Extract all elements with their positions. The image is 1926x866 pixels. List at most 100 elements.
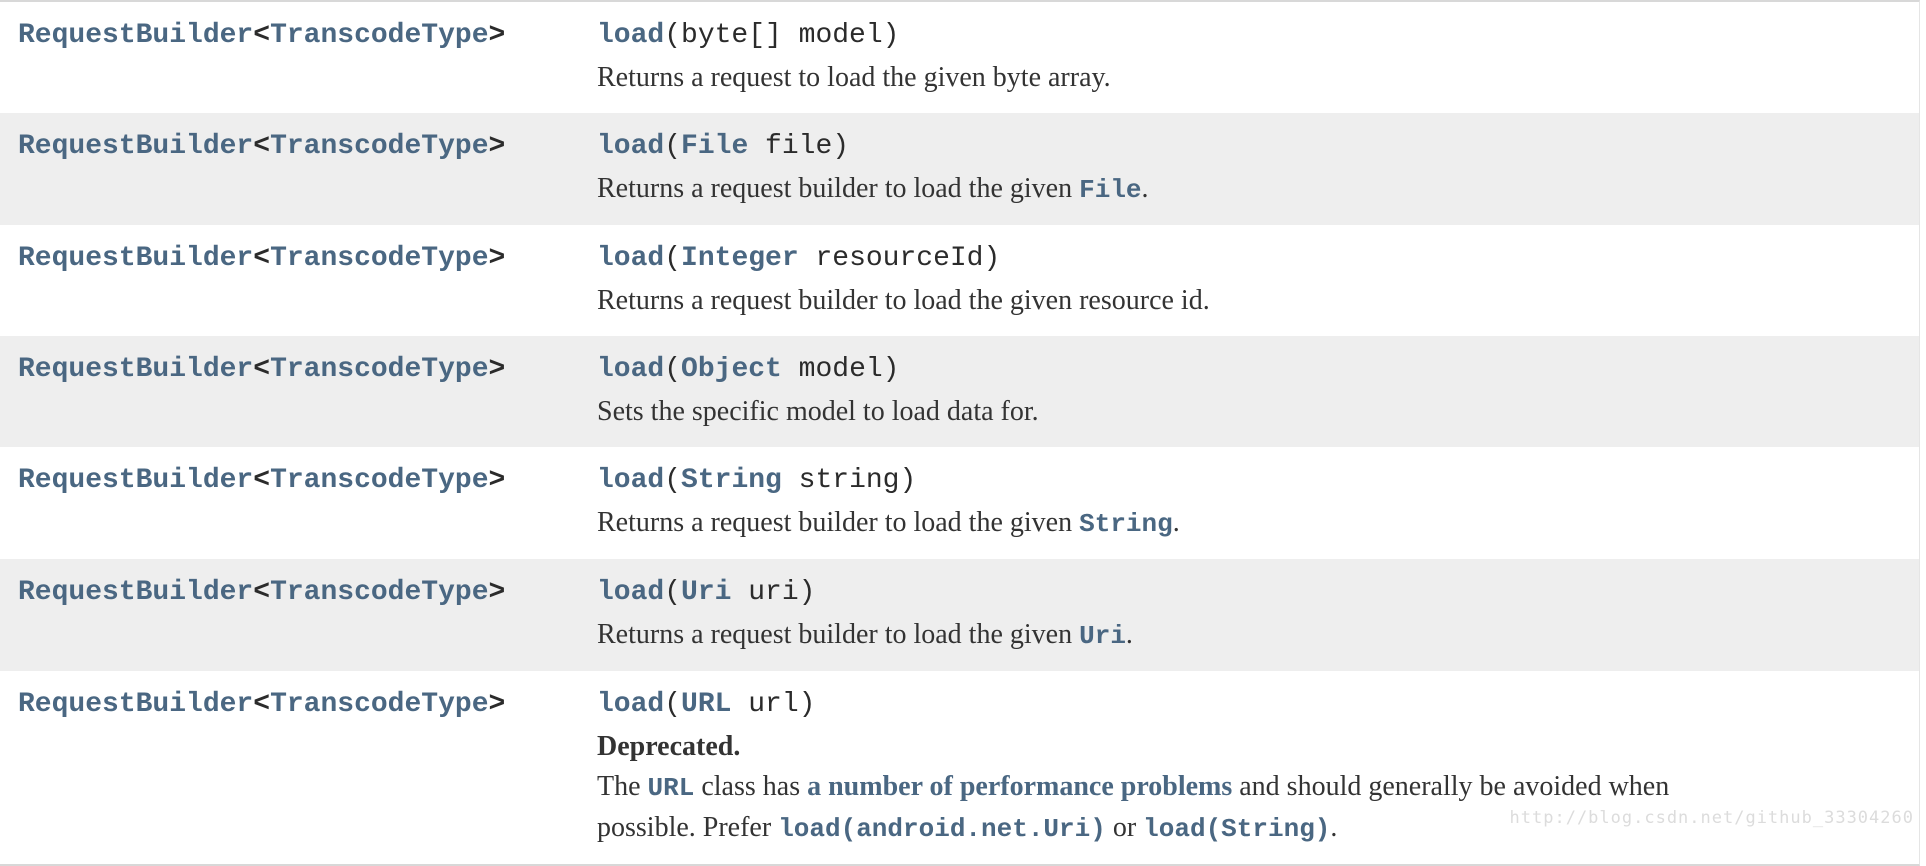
link-transcodetype[interactable]: TranscodeType xyxy=(270,131,489,162)
code-text: > xyxy=(488,243,506,274)
link-url[interactable]: URL xyxy=(647,773,695,803)
method-description: Sets the specific model to load data for… xyxy=(597,392,1746,432)
return-type-cell: RequestBuilder<TranscodeType> xyxy=(0,573,597,656)
code-text: > xyxy=(488,577,506,608)
method-signature: load(Object model) xyxy=(597,350,1746,392)
return-type-cell: RequestBuilder<TranscodeType> xyxy=(0,127,597,210)
code-text: < xyxy=(253,354,271,385)
code-text: file) xyxy=(748,131,850,162)
code-text: ( xyxy=(664,689,682,720)
table-row: RequestBuilder<TranscodeType>load(File f… xyxy=(0,113,1919,225)
description-text: . xyxy=(1330,812,1338,843)
link-load[interactable]: load xyxy=(597,465,665,496)
link-string[interactable]: String xyxy=(1079,509,1173,539)
code-text: < xyxy=(253,465,271,496)
link-file[interactable]: File xyxy=(681,131,749,162)
link-load[interactable]: load xyxy=(597,354,665,385)
table-row: RequestBuilder<TranscodeType>load(Uri ur… xyxy=(0,559,1919,671)
link-url[interactable]: URL xyxy=(681,689,732,720)
link-requestbuilder[interactable]: RequestBuilder xyxy=(18,354,254,385)
link-transcodetype[interactable]: TranscodeType xyxy=(270,243,489,274)
description-text: Returns a request builder to load the gi… xyxy=(597,285,1210,316)
table-row: RequestBuilder<TranscodeType>load(String… xyxy=(0,447,1919,559)
description-text: Returns a request builder to load the gi… xyxy=(597,507,1080,538)
link-load-string[interactable]: load(String) xyxy=(1143,814,1331,844)
link-load[interactable]: load xyxy=(597,577,665,608)
code-text: model) xyxy=(781,354,900,385)
method-signature: load(Integer resourceId) xyxy=(597,239,1746,281)
link-a-number-of-performance-problems[interactable]: a number of performance problems xyxy=(807,771,1233,802)
description-text: and should generally be avoided when pos… xyxy=(597,771,1677,843)
link-uri[interactable]: Uri xyxy=(1079,621,1126,651)
table-row: RequestBuilder<TranscodeType>load(URL ur… xyxy=(0,671,1919,864)
link-requestbuilder[interactable]: RequestBuilder xyxy=(18,577,254,608)
link-load[interactable]: load xyxy=(597,243,665,274)
description-text: . xyxy=(1141,173,1149,204)
return-type-cell: RequestBuilder<TranscodeType> xyxy=(0,350,597,432)
code-text: < xyxy=(253,689,271,720)
code-text: ( xyxy=(664,465,682,496)
link-transcodetype[interactable]: TranscodeType xyxy=(270,689,489,720)
link-object[interactable]: Object xyxy=(681,354,782,385)
link-load-android-net-uri[interactable]: load(android.net.Uri) xyxy=(778,814,1106,844)
method-description: Returns a request builder to load the gi… xyxy=(597,281,1746,321)
method-signature: load(File file) xyxy=(597,127,1746,169)
description-text: . xyxy=(1172,507,1180,538)
code-text: > xyxy=(488,354,506,385)
description-text: Deprecated. xyxy=(597,731,741,762)
method-cell: load(String string)Returns a request bui… xyxy=(597,461,1919,544)
link-string[interactable]: String xyxy=(681,465,782,496)
code-text: < xyxy=(253,577,271,608)
method-description: Deprecated. xyxy=(597,727,1746,767)
method-cell: load(File file) Returns a request builder… xyxy=(597,127,1919,210)
link-requestbuilder[interactable]: RequestBuilder xyxy=(18,689,254,720)
link-load[interactable]: load xyxy=(597,20,665,51)
description-text: Sets the specific model to load data for… xyxy=(597,396,1039,427)
code-text: > xyxy=(488,20,506,51)
code-text: > xyxy=(488,689,506,720)
link-transcodetype[interactable]: TranscodeType xyxy=(270,465,489,496)
link-load[interactable]: load xyxy=(597,131,665,162)
method-description: Returns a request to load the given byte… xyxy=(597,58,1746,98)
link-transcodetype[interactable]: TranscodeType xyxy=(270,354,489,385)
return-type-cell: RequestBuilder<TranscodeType> xyxy=(0,239,597,321)
link-requestbuilder[interactable]: RequestBuilder xyxy=(18,20,254,51)
code-text: url) xyxy=(731,689,816,720)
code-text: string) xyxy=(781,465,917,496)
code-text: > xyxy=(488,131,506,162)
method-signature: load(byte[] model) xyxy=(597,16,1746,58)
method-cell: load(URL url)Deprecated.The URL class ha… xyxy=(597,685,1919,849)
link-load[interactable]: load xyxy=(597,689,665,720)
link-requestbuilder[interactable]: RequestBuilder xyxy=(18,243,254,274)
code-text: ( xyxy=(664,243,682,274)
link-requestbuilder[interactable]: RequestBuilder xyxy=(18,465,254,496)
table-row: RequestBuilder<TranscodeType>load(Object… xyxy=(0,336,1919,447)
description-text: Returns a request builder to load the gi… xyxy=(597,619,1080,650)
method-description: Returns a request builder to load the gi… xyxy=(597,615,1746,656)
link-file[interactable]: File xyxy=(1079,175,1142,205)
link-requestbuilder[interactable]: RequestBuilder xyxy=(18,131,254,162)
code-text: < xyxy=(253,131,271,162)
code-text: < xyxy=(253,20,271,51)
description-text: Returns a request to load the given byte… xyxy=(597,62,1111,93)
description-text: . xyxy=(1125,619,1133,650)
code-text: ( xyxy=(664,577,682,608)
description-text: Returns a request builder to load the gi… xyxy=(597,173,1080,204)
link-uri[interactable]: Uri xyxy=(681,577,732,608)
method-description: The URL class has a number of performanc… xyxy=(597,767,1746,849)
description-text: or xyxy=(1105,812,1144,843)
table-row: RequestBuilder<TranscodeType>load(Intege… xyxy=(0,225,1919,336)
method-signature: load(URL url) xyxy=(597,685,1746,727)
method-signature: load(String string) xyxy=(597,461,1746,503)
description-text: The xyxy=(597,771,648,802)
link-integer[interactable]: Integer xyxy=(681,243,799,274)
code-text: resourceId) xyxy=(798,243,1001,274)
link-transcodetype[interactable]: TranscodeType xyxy=(270,20,489,51)
code-text: ( xyxy=(664,354,682,385)
return-type-cell: RequestBuilder<TranscodeType> xyxy=(0,685,597,849)
table-row: RequestBuilder<TranscodeType> load(byte[]… xyxy=(0,2,1919,113)
code-text: uri) xyxy=(731,577,816,608)
link-transcodetype[interactable]: TranscodeType xyxy=(270,577,489,608)
method-cell: load(Uri uri)Returns a request builder t… xyxy=(597,573,1919,656)
code-text: < xyxy=(253,243,271,274)
